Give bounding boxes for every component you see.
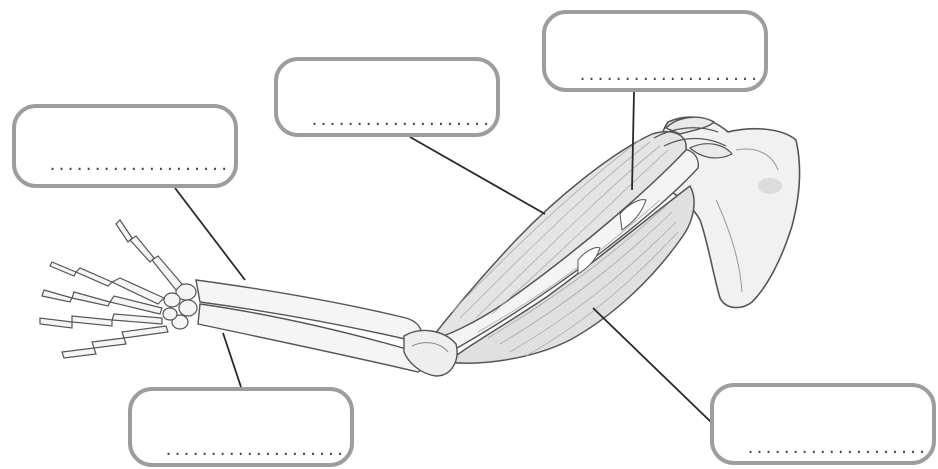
leader-line-top-center xyxy=(410,137,545,214)
label-box-top-left[interactable]: .................... xyxy=(12,104,238,188)
label-box-top-center[interactable]: .................... xyxy=(274,57,500,137)
leader-line-top-left xyxy=(175,188,245,280)
forearm-bones-illustration xyxy=(196,280,457,376)
leader-line-bottom-right xyxy=(593,308,712,423)
blank-dotted-line: .................... xyxy=(164,443,345,458)
label-box-bottom-right[interactable]: .................... xyxy=(710,383,936,465)
blank-dotted-line: .................... xyxy=(746,441,927,456)
leader-line-bottom-left xyxy=(223,333,241,387)
blank-dotted-line: .................... xyxy=(48,158,229,173)
hand-bones-illustration xyxy=(40,220,197,358)
label-box-bottom-left[interactable]: .................... xyxy=(128,387,354,467)
blank-dotted-line: .................... xyxy=(310,113,491,128)
label-box-top-right[interactable]: .................... xyxy=(542,10,768,92)
blank-dotted-line: .................... xyxy=(578,68,759,83)
